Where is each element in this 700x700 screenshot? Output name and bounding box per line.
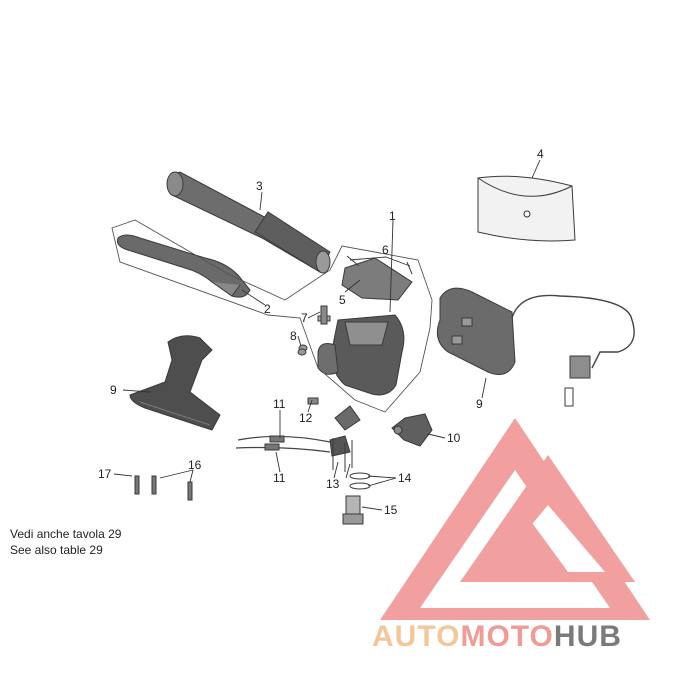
callout-5: 5 — [339, 293, 346, 307]
grip-part — [166, 171, 331, 274]
callout-11-top: 11 — [273, 397, 286, 411]
callout-7: 7 — [301, 311, 308, 325]
callout-8: 8 — [290, 329, 297, 343]
switch-housing-part — [436, 287, 635, 407]
callout-17: 17 — [98, 467, 112, 481]
see-also-note-italian: Vedi anche tavola 29 — [10, 527, 122, 541]
master-cylinder-part — [298, 314, 405, 396]
callout-2: 2 — [264, 302, 271, 316]
lower-cover-part — [129, 335, 221, 431]
callout-16: 16 — [188, 458, 202, 472]
small-switch-part — [334, 405, 361, 431]
callout-11-bottom: 11 — [273, 471, 286, 485]
callout-13: 13 — [326, 477, 340, 491]
brake-lever-part — [117, 234, 251, 298]
callout-12: 12 — [299, 411, 313, 425]
callout-15: 15 — [384, 503, 398, 517]
assembly-outline — [111, 219, 433, 413]
callout-10: 10 — [447, 431, 461, 445]
callout-3: 3 — [256, 179, 263, 193]
callout-9-left: 9 — [110, 383, 117, 397]
callout-labels: 1 2 3 4 5 6 7 8 9 9 10 11 11 12 13 14 15… — [98, 147, 544, 517]
callout-9-right: 9 — [476, 397, 483, 411]
watermark-auto: AUTO — [372, 620, 461, 653]
leader-lines — [113, 159, 541, 511]
screws-part — [134, 305, 371, 525]
callout-14: 14 — [398, 471, 412, 485]
callout-4: 4 — [537, 147, 544, 161]
callout-6: 6 — [382, 243, 389, 257]
see-also-note-english: See also table 29 — [10, 543, 103, 557]
clamp-part — [391, 413, 433, 447]
bag-part — [477, 175, 576, 242]
watermark-text: AUTOMOTOHUB — [372, 620, 692, 656]
watermark-hub: HUB — [553, 620, 622, 653]
callout-1: 1 — [389, 209, 396, 223]
watermark-moto: MOTO — [460, 620, 554, 653]
watermark-logo — [380, 418, 650, 620]
